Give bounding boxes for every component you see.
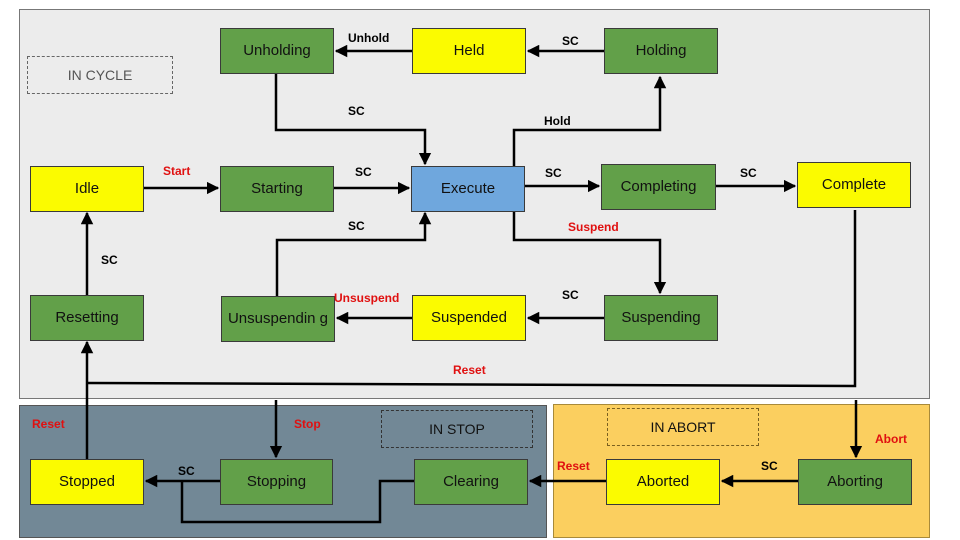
state-holding: Holding xyxy=(604,28,718,74)
state-unsuspending: Unsuspendin g xyxy=(221,296,335,342)
label-sc-execute-completing: SC xyxy=(545,166,562,180)
label-sc-holding-held: SC xyxy=(562,34,579,48)
arrow-complete-resetting xyxy=(86,210,857,388)
label-sc-resetting-idle: SC xyxy=(101,253,118,267)
label-sc-stopping-stopped: SC xyxy=(178,464,195,478)
state-resetting: Resetting xyxy=(30,295,144,341)
state-unholding: Unholding xyxy=(220,28,334,74)
label-sc-unholding-execute: SC xyxy=(348,104,365,118)
state-complete: Complete xyxy=(797,162,911,208)
in-cycle-tag: IN CYCLE xyxy=(27,56,173,94)
label-reset-cycle: Reset xyxy=(453,363,486,377)
label-hold: Hold xyxy=(544,114,571,128)
state-suspending: Suspending xyxy=(604,295,718,341)
in-abort-tag: IN ABORT xyxy=(607,408,759,446)
arrow-execute-holding xyxy=(512,75,667,166)
label-reset-abort: Reset xyxy=(557,459,590,473)
state-execute: Execute xyxy=(411,166,525,212)
label-suspend: Suspend xyxy=(568,220,619,234)
label-unhold: Unhold xyxy=(348,31,390,45)
label-sc-suspending-suspended: SC xyxy=(562,288,579,302)
label-sc-completing-complete: SC xyxy=(740,166,757,180)
state-starting: Starting xyxy=(220,166,334,212)
state-stopping: Stopping xyxy=(220,459,333,505)
label-sc-unsuspending-execute: SC xyxy=(348,219,365,233)
label-sc-starting-execute: SC xyxy=(355,165,372,179)
label-stop: Stop xyxy=(294,417,321,431)
arrow-unsuspending-execute xyxy=(275,211,432,296)
state-aborted: Aborted xyxy=(606,459,720,505)
state-idle: Idle xyxy=(30,166,144,212)
arrow-unholding-execute xyxy=(274,74,432,166)
label-start: Start xyxy=(163,164,191,178)
arrow-clearing-stopped xyxy=(180,479,414,524)
label-sc-aborting-aborted: SC xyxy=(761,459,778,473)
label-abort: Abort xyxy=(875,432,907,446)
arrow-execute-suspending xyxy=(512,211,667,295)
in-stop-tag: IN STOP xyxy=(381,410,533,448)
state-suspended: Suspended xyxy=(412,295,526,341)
label-unsuspend: Unsuspend xyxy=(334,291,400,305)
state-clearing: Clearing xyxy=(414,459,528,505)
label-reset-stop: Reset xyxy=(32,417,65,431)
state-held: Held xyxy=(412,28,526,74)
state-aborting: Aborting xyxy=(798,459,912,505)
state-stopped: Stopped xyxy=(30,459,144,505)
state-completing: Completing xyxy=(601,164,716,210)
